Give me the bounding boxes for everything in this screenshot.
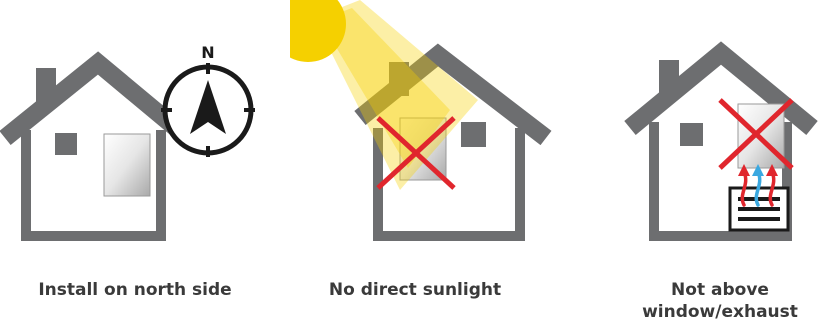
exhaust-vent-icon	[730, 188, 788, 230]
sunlight-illustration	[290, 0, 560, 260]
caption-no-sunlight: No direct sunlight	[300, 279, 530, 301]
caption-north-side: Install on north side	[20, 279, 250, 301]
panel-not-above-exhaust	[580, 0, 827, 260]
exhaust-illustration	[580, 0, 827, 260]
compass-north-label: N	[201, 43, 214, 62]
caption-line-2: window/exhaust	[620, 301, 820, 323]
house-icon	[5, 63, 188, 236]
panel-no-sunlight	[290, 0, 560, 260]
north-side-illustration: N	[0, 0, 270, 260]
sensor-device	[104, 134, 150, 196]
heat-arrows-icon	[738, 164, 778, 205]
caption-not-above-exhaust: Not above window/exhaust	[620, 279, 820, 323]
compass-icon: N	[161, 43, 255, 157]
panel-north-side: N	[0, 0, 270, 260]
caption-line-1: Not above	[620, 279, 820, 301]
